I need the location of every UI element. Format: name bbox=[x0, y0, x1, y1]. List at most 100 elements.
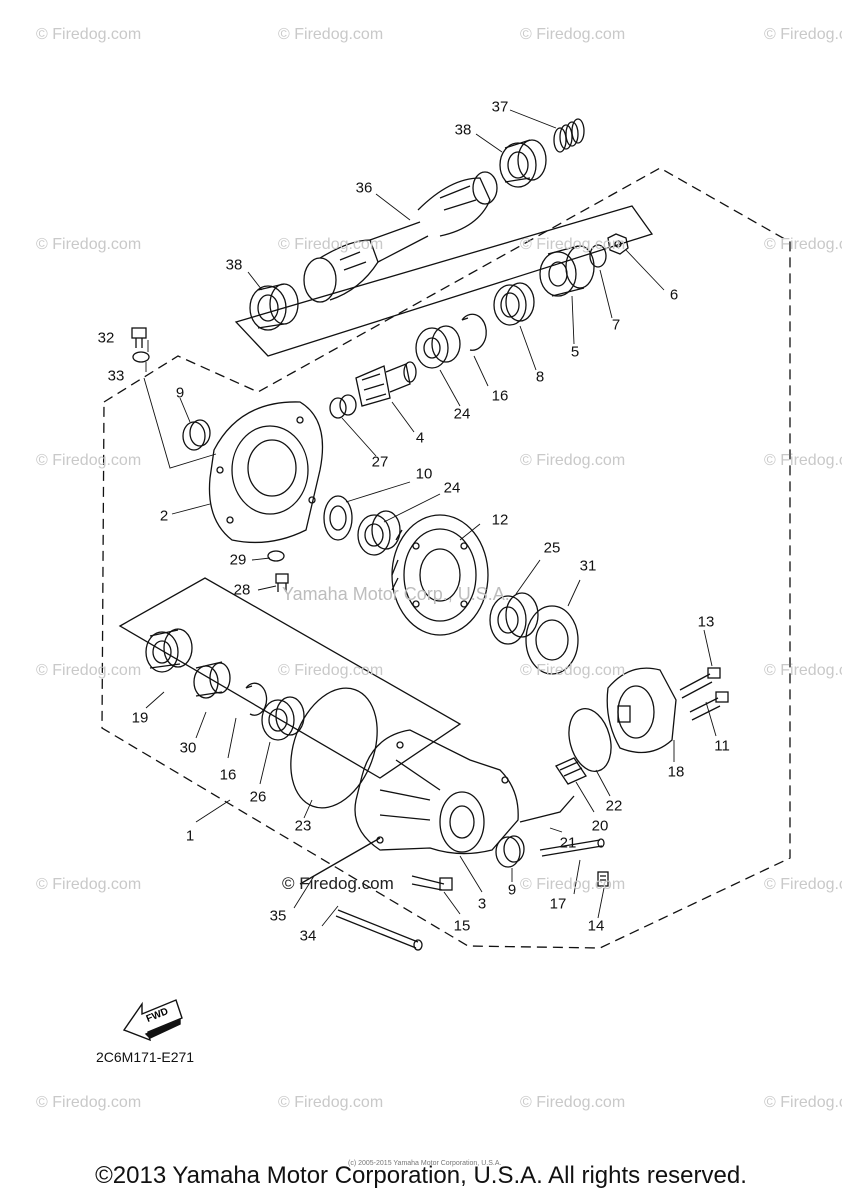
washer-part-small bbox=[267, 550, 285, 562]
watermark-text: © Firedog.com bbox=[764, 452, 842, 469]
part-number-label: 17 bbox=[549, 895, 567, 913]
watermark-text: © Firedog.com bbox=[36, 452, 142, 469]
part-number-label: 16 bbox=[219, 766, 237, 784]
part-number-label: 2 bbox=[159, 507, 169, 525]
watermark-text: © Firedog.com bbox=[520, 1094, 626, 1111]
spring-part bbox=[553, 118, 585, 153]
gear-case-part bbox=[354, 729, 519, 855]
diagram-code: 2C6M171-E271 bbox=[96, 1049, 195, 1065]
wire-part bbox=[519, 795, 575, 823]
part-number-label: 14 bbox=[587, 917, 605, 935]
bearing-part-lower bbox=[249, 283, 299, 331]
part-number-label: 34 bbox=[299, 927, 317, 945]
copyright-notice: ©2013 Yamaha Motor Corporation, U.S.A. A… bbox=[95, 1162, 747, 1189]
part-number-label: 19 bbox=[131, 709, 149, 727]
part-number-label: 33 bbox=[107, 367, 125, 385]
bolt-part-top bbox=[131, 327, 147, 348]
watermark-text: © Firedog.com bbox=[520, 876, 626, 893]
bolt-part-15 bbox=[411, 875, 453, 891]
coupling-part bbox=[539, 245, 595, 297]
watermark-text: © Firedog.com bbox=[36, 26, 142, 43]
part-number-label: 10 bbox=[415, 465, 433, 483]
watermark-text: © Firedog.com bbox=[36, 1094, 142, 1111]
part-number-label: 1 bbox=[185, 827, 195, 845]
assembly-boundary bbox=[101, 167, 791, 949]
collar-part bbox=[329, 394, 357, 419]
shim-part-large bbox=[525, 605, 579, 675]
watermark-text: © Firedog.com bbox=[520, 452, 626, 469]
part-number-label: 9 bbox=[175, 384, 185, 402]
part-number-label: 8 bbox=[535, 368, 545, 386]
pinion-gear-part bbox=[355, 361, 417, 407]
drive-shaft-part bbox=[303, 171, 498, 303]
bearing-part-diff bbox=[489, 592, 539, 645]
watermark-text: © Firedog.com bbox=[764, 662, 842, 679]
mid-watermark: © Firedog.com bbox=[282, 874, 394, 893]
part-number-label: 16 bbox=[491, 387, 509, 405]
actuator-part bbox=[555, 757, 587, 785]
part-number-label: 13 bbox=[697, 613, 715, 631]
fwd-arrow-icon bbox=[122, 999, 183, 1042]
circlip-part bbox=[461, 313, 487, 351]
part-number-label: 38 bbox=[225, 256, 243, 274]
part-number-label: 21 bbox=[559, 834, 577, 852]
part-number-label: 31 bbox=[579, 557, 597, 575]
stud-part bbox=[597, 871, 609, 887]
watermark-text: © Firedog.com bbox=[764, 876, 842, 893]
watermark-text: © Firedog.com bbox=[764, 236, 842, 253]
bearing-part-upper bbox=[499, 139, 547, 188]
part-number-label: 32 bbox=[97, 329, 115, 347]
part-number-label: 24 bbox=[443, 479, 461, 497]
shim-part bbox=[323, 495, 353, 541]
watermark-text: © Firedog.com bbox=[520, 26, 626, 43]
shaft-part bbox=[539, 838, 605, 857]
circlip-part-lower bbox=[245, 682, 268, 716]
watermark-text: © Firedog.com bbox=[278, 236, 384, 253]
part-number-label: 37 bbox=[491, 98, 509, 116]
part-number-label: 30 bbox=[179, 739, 197, 757]
part-number-label: 7 bbox=[611, 316, 621, 334]
motor-housing-part bbox=[606, 667, 677, 754]
needle-bearing-part bbox=[193, 661, 231, 699]
part-number-label: 28 bbox=[233, 581, 251, 599]
center-watermark: Yamaha Motor Corp., U.S.A. bbox=[282, 584, 510, 604]
bolt-part-11 bbox=[689, 691, 729, 721]
watermark-text: © Firedog.com bbox=[764, 1094, 842, 1111]
oil-seal-part bbox=[182, 419, 211, 451]
part-number-label: 24 bbox=[453, 405, 471, 423]
part-number-label: 26 bbox=[249, 788, 267, 806]
leader-lines bbox=[143, 109, 717, 927]
part-number-label: 20 bbox=[591, 817, 609, 835]
part-number-label: 35 bbox=[269, 907, 287, 925]
bearing-part-mid bbox=[415, 325, 461, 369]
oil-seal-part-lower bbox=[261, 696, 305, 741]
case-cover-part bbox=[208, 401, 324, 544]
part-number-label: 9 bbox=[507, 881, 517, 899]
part-number-label: 3 bbox=[477, 895, 487, 913]
part-number-label: 36 bbox=[355, 179, 373, 197]
watermark-text: © Firedog.com bbox=[520, 662, 626, 679]
part-number-label: 11 bbox=[714, 737, 730, 755]
part-number-label: 12 bbox=[491, 511, 509, 529]
oil-seal-part-right bbox=[495, 835, 525, 868]
part-number-label: 27 bbox=[371, 453, 389, 471]
fine-print: (c) 2005-2015 Yamaha Motor Corporation, … bbox=[348, 1160, 502, 1167]
part-number-label: 15 bbox=[453, 917, 471, 935]
part-number-label: 38 bbox=[454, 121, 472, 139]
nut-part bbox=[607, 233, 629, 255]
bolt-part-small bbox=[275, 573, 289, 592]
bearing-part-outer bbox=[145, 628, 193, 673]
part-number-label: 18 bbox=[667, 763, 685, 781]
watermark-text: © Firedog.com bbox=[36, 236, 142, 253]
watermark-text: © Firedog.com bbox=[278, 1094, 384, 1111]
part-number-label: 4 bbox=[415, 429, 425, 447]
watermark-text: © Firedog.com bbox=[520, 236, 626, 253]
part-number-label: 22 bbox=[605, 797, 623, 815]
watermark-text: © Firedog.com bbox=[278, 662, 384, 679]
watermark-text: © Firedog.com bbox=[36, 662, 142, 679]
shaft-group-box bbox=[234, 205, 654, 357]
bearing-part-ring bbox=[357, 510, 401, 556]
part-number-label: 23 bbox=[294, 817, 312, 835]
gasket-part bbox=[568, 708, 612, 772]
